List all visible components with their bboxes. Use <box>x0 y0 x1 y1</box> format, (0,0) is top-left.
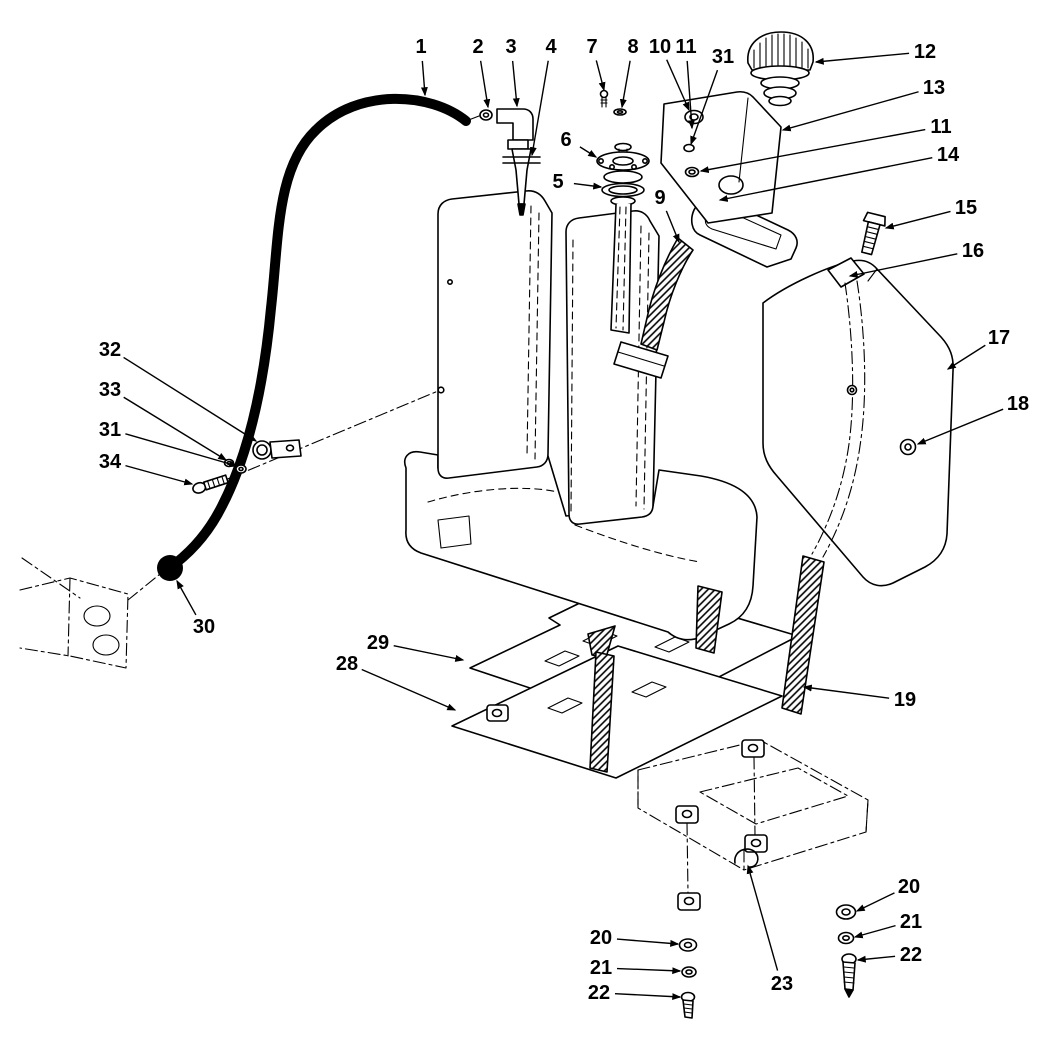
callout-leader-3-2 <box>511 60 520 108</box>
callout-label-31-8: 31 <box>712 46 734 68</box>
callout-label-11-7: 11 <box>675 36 696 58</box>
callout-label-8-5: 8 <box>627 36 638 58</box>
callout-leader-13-10 <box>781 91 919 132</box>
callout-label-22-34: 22 <box>900 944 922 966</box>
callout-label-3-2: 3 <box>505 36 516 58</box>
callout-label-20-32: 20 <box>898 876 920 898</box>
callout-label-21-30: 21 <box>590 957 612 979</box>
callout-label-17-15: 17 <box>988 327 1010 349</box>
fuel-tank-right <box>762 259 954 587</box>
callout-label-18-16: 18 <box>1007 393 1029 415</box>
frame-clips <box>675 739 768 911</box>
fuel-gauge-assembly <box>596 89 650 334</box>
callout-label-20-29: 20 <box>590 927 612 949</box>
callout-label-9-19: 9 <box>654 187 665 209</box>
callout-leader-11-7 <box>686 60 695 130</box>
callout-label-34-23: 34 <box>99 451 122 473</box>
callout-leader-1-0 <box>420 60 428 97</box>
callout-label-10-6: 10 <box>649 36 671 58</box>
callout-label-2-1: 2 <box>472 36 483 58</box>
callout-label-32-20: 32 <box>99 339 121 361</box>
callout-leader-23-28 <box>746 864 779 971</box>
tank-straps <box>587 555 825 773</box>
callout-leader-21-30 <box>616 967 682 975</box>
callout-label-31-22: 31 <box>99 419 121 441</box>
callout-label-12-9: 12 <box>914 41 936 63</box>
callout-label-1-0: 1 <box>415 36 426 58</box>
callout-leader-10-6 <box>666 59 690 112</box>
callout-label-6-17: 6 <box>560 129 571 151</box>
callout-label-14-12: 14 <box>937 144 960 166</box>
callout-label-23-28: 23 <box>771 973 793 995</box>
mounting-bolt <box>861 211 886 256</box>
callout-leader-16-14 <box>848 253 958 278</box>
callout-leader-21-33 <box>853 924 896 939</box>
hose-grommet <box>157 555 183 581</box>
filler-bracket <box>660 90 782 224</box>
callout-label-33-21: 33 <box>99 379 121 401</box>
callout-leader-31-22 <box>125 433 239 468</box>
callout-leader-5-18 <box>573 182 603 190</box>
callout-leader-14-12 <box>718 157 933 202</box>
mounting-panel-outline <box>19 557 161 669</box>
callout-label-11-11: 11 <box>930 116 951 138</box>
callout-leader-15-13 <box>884 210 951 230</box>
fuel-tank-main <box>404 190 758 641</box>
fuel-hose <box>171 93 471 568</box>
well-nut <box>899 438 917 456</box>
callout-leader-19-27 <box>802 684 890 699</box>
callout-leader-22-31 <box>614 992 682 1001</box>
callout-leader-33-21 <box>123 396 228 461</box>
callout-leader-11-11 <box>699 128 926 173</box>
callout-leader-12-9 <box>814 52 910 65</box>
callout-leader-17-15 <box>946 344 986 370</box>
callout-label-22-31: 22 <box>588 982 610 1004</box>
callout-leader-34-23 <box>125 464 194 486</box>
panel-holes <box>83 605 120 656</box>
callout-label-15-13: 15 <box>955 197 977 219</box>
callout-label-5-18: 5 <box>552 171 563 193</box>
callout-label-28-26: 28 <box>336 653 358 675</box>
callout-leader-29-25 <box>393 645 465 662</box>
callout-leader-9-19 <box>665 210 680 244</box>
callout-label-21-33: 21 <box>900 911 922 933</box>
callout-leader-20-29 <box>616 938 680 947</box>
callout-label-16-14: 16 <box>962 240 984 262</box>
callout-leader-8-5 <box>619 60 631 109</box>
callout-leader-31-8 <box>690 69 719 146</box>
hose-clamp-assembly <box>192 390 439 494</box>
front-strap <box>613 237 694 379</box>
callout-leader-4-3 <box>529 60 549 157</box>
callout-leader-22-34 <box>856 955 896 963</box>
fastener-stack-right <box>835 904 857 998</box>
callout-leader-32-20 <box>123 356 258 442</box>
callout-leader-7-4 <box>595 60 606 92</box>
rear-strap-upper <box>811 257 866 558</box>
callout-label-13-10: 13 <box>923 77 945 99</box>
callout-leader-2-1 <box>479 60 491 109</box>
shutoff-valve-assembly <box>465 108 541 216</box>
callout-label-4-3: 4 <box>545 36 557 58</box>
callout-leader-28-26 <box>361 668 457 711</box>
callout-leader-18-16 <box>916 408 1004 445</box>
callout-leader-6-17 <box>579 146 598 158</box>
callout-label-19-27: 19 <box>894 689 916 711</box>
callout-leader-20-32 <box>855 892 895 912</box>
base-frame <box>637 739 869 894</box>
callout-label-30-24: 30 <box>193 616 215 638</box>
callout-label-29-25: 29 <box>367 632 389 654</box>
callout-label-7-4: 7 <box>586 36 597 58</box>
fuel-cap <box>747 31 814 107</box>
fastener-stack-left <box>678 938 698 1019</box>
callout-leader-30-24 <box>176 579 197 616</box>
